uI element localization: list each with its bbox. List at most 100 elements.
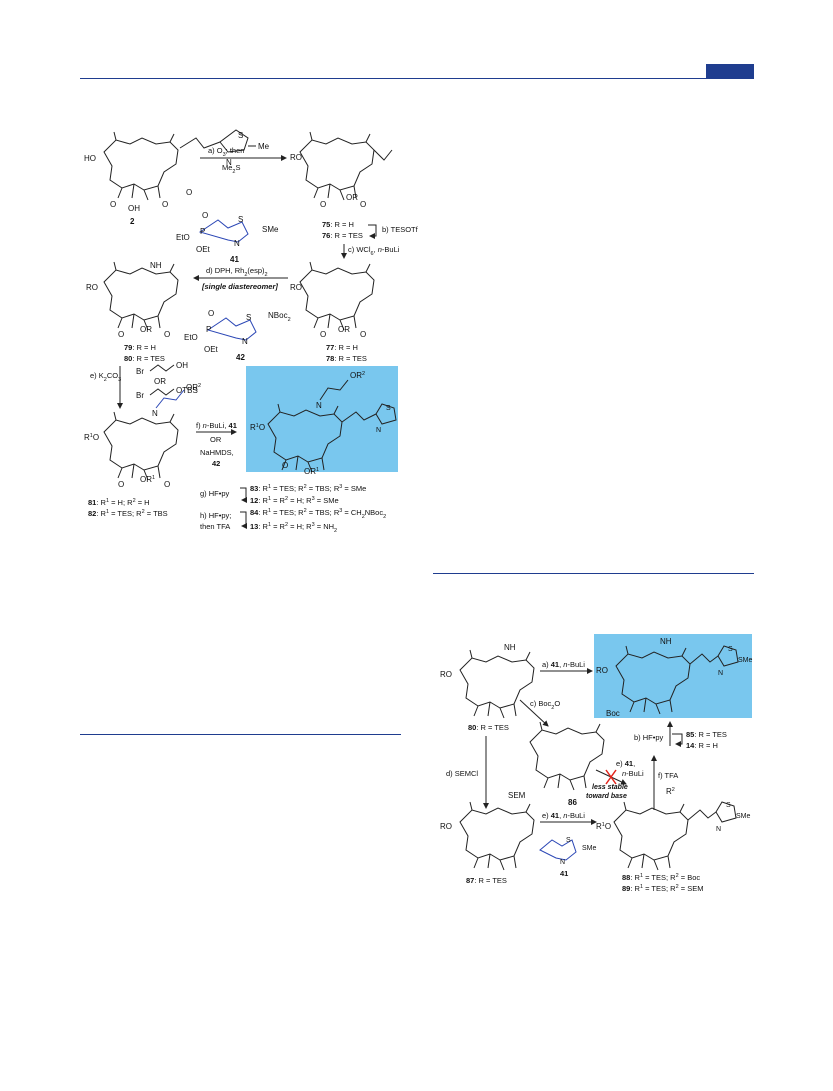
svg-text:S: S [238, 131, 243, 140]
svg-text:O: O [202, 211, 208, 220]
step-d: d) DPH, Rh2(esp)2 [206, 266, 268, 278]
label-14: 14: R = H [686, 741, 718, 750]
svg-text:O: O [208, 309, 214, 318]
compound-81: N OR2 R1O OR1 O O 81: R1 = H; R2 = H 82:… [84, 383, 201, 518]
svg-text:N: N [234, 239, 240, 248]
highlight-box-top [246, 366, 398, 472]
svg-text:NaHMDS,: NaHMDS, [200, 448, 234, 457]
note-less-stable: less stable [592, 784, 628, 791]
svg-text:S: S [238, 215, 243, 224]
svg-text:OR: OR [346, 193, 358, 202]
svg-text:EtO: EtO [184, 333, 198, 342]
compound-80: NH RO 80: R = TES [440, 643, 535, 732]
svg-text:OR: OR [140, 325, 152, 334]
label-82: 82: R1 = TES; R2 = TBS [88, 509, 168, 518]
svg-text:n-BuLi: n-BuLi [622, 769, 644, 778]
svg-text:OR1: OR1 [304, 467, 319, 476]
svg-text:RO: RO [440, 670, 452, 679]
svg-text:P: P [206, 325, 211, 334]
svg-text:O: O [164, 480, 170, 489]
label-80: 80: R = TES [124, 354, 165, 363]
svg-text:OR1: OR1 [140, 475, 155, 484]
svg-text:RO: RO [596, 666, 608, 675]
label-76: 76: R = TES [322, 231, 363, 240]
step-a-2: Me2S [222, 163, 241, 175]
svg-text:42: 42 [236, 353, 245, 362]
compound-88-89: R2 R1O S N SMe 88: R1 = TES; R2 = Boc 89… [596, 787, 751, 893]
svg-text:N: N [316, 401, 322, 410]
compound-77: RO OR O O 77: R = H 78: R = TES [290, 261, 375, 363]
label-89: 89: R1 = TES; R2 = SEM [622, 884, 703, 893]
svg-text:R1O: R1O [596, 822, 611, 831]
svg-text:SMe: SMe [738, 657, 753, 664]
svg-text:N: N [716, 826, 721, 833]
step-a: a) O3; then [208, 146, 244, 158]
label-2: 2 [130, 217, 135, 226]
svg-text:R2: R2 [666, 787, 675, 796]
svg-text:O: O [118, 330, 124, 339]
svg-text:RO: RO [290, 153, 302, 162]
svg-text:SMe: SMe [262, 225, 279, 234]
svg-text:N: N [718, 670, 723, 677]
scheme-bottom: NH RO 80: R = TES a) 41, n-BuLi NH RO S … [440, 634, 753, 893]
compound-75: RO OR O O 75: R = H 76: R = TES [290, 131, 393, 240]
svg-text:O: O [282, 461, 288, 470]
step-g: g) HF•py [200, 489, 230, 498]
label-81: 81: R1 = H; R2 = H [88, 498, 150, 507]
svg-text:NH: NH [660, 637, 672, 646]
label-80b: 80: R = TES [468, 723, 509, 732]
svg-text:O: O [164, 330, 170, 339]
svg-text:O: O [186, 188, 192, 197]
svg-text:RO: RO [440, 822, 452, 831]
step-e-failed: e) 41, [616, 759, 635, 768]
page-tab [706, 64, 754, 78]
compound-2: HO S N Me O OH O O 2 [84, 129, 270, 226]
svg-text:S: S [246, 313, 251, 322]
step-c: c) WCl6, n-BuLi [348, 245, 400, 257]
step-a-bottom: a) 41, n-BuLi [542, 660, 585, 669]
svg-text:OR2: OR2 [350, 371, 365, 380]
label-77: 77: R = H [326, 343, 358, 352]
label-83: 83: R1 = TES; R2 = TBS; R3 = SMe [250, 484, 366, 493]
step-b: b) TESOTf [382, 225, 419, 234]
atom-Me: Me [258, 142, 270, 151]
reagent-41-bottom: S N SMe 41 [539, 837, 597, 878]
svg-text:N: N [376, 427, 381, 434]
reagent-42: O P EtO OEt S N NBoc2 42 [184, 309, 291, 362]
svg-text:O: O [360, 330, 366, 339]
reagent-41: O P EtO OEt S N SMe 41 [176, 211, 279, 264]
svg-text:O: O [110, 200, 116, 209]
svg-text:Br: Br [136, 391, 144, 400]
svg-text:Br: Br [136, 367, 144, 376]
svg-text:SMe: SMe [582, 845, 597, 852]
label-12: 12: R1 = R2 = H; R3 = SMe [250, 496, 339, 505]
cross-mark [605, 769, 617, 785]
compound-83-12: N OR2 S N R1O OR1 O [250, 371, 397, 476]
label-88: 88: R1 = TES; R2 = Boc [622, 873, 700, 882]
svg-text:42: 42 [212, 459, 220, 468]
svg-text:S: S [728, 646, 733, 653]
svg-text:R1O: R1O [250, 423, 265, 432]
step-e-bottom: e) 41, n-BuLi [542, 811, 585, 820]
svg-text:41: 41 [230, 255, 239, 264]
step-d-note: [single diastereomer] [201, 282, 278, 291]
svg-text:OH: OH [176, 361, 188, 370]
svg-text:S: S [726, 802, 731, 809]
svg-text:OR: OR [154, 377, 166, 386]
compound-79: NH RO OR O O 79: R = H 80: R = TES [86, 261, 179, 363]
svg-text:OEt: OEt [196, 245, 211, 254]
svg-text:N: N [152, 409, 158, 418]
svg-text:OEt: OEt [204, 345, 219, 354]
svg-text:SEM: SEM [508, 791, 526, 800]
step-f-bottom: f) TFA [658, 771, 678, 780]
label-78: 78: R = TES [326, 354, 367, 363]
svg-text:O: O [320, 330, 326, 339]
svg-text:OH: OH [128, 204, 140, 213]
svg-text:EtO: EtO [176, 233, 190, 242]
compound-86: Boc 86 [529, 709, 620, 807]
svg-text:R1O: R1O [84, 433, 99, 442]
label-87: 87: R = TES [466, 876, 507, 885]
svg-text:SMe: SMe [736, 813, 751, 820]
svg-text:OR2: OR2 [186, 383, 201, 392]
